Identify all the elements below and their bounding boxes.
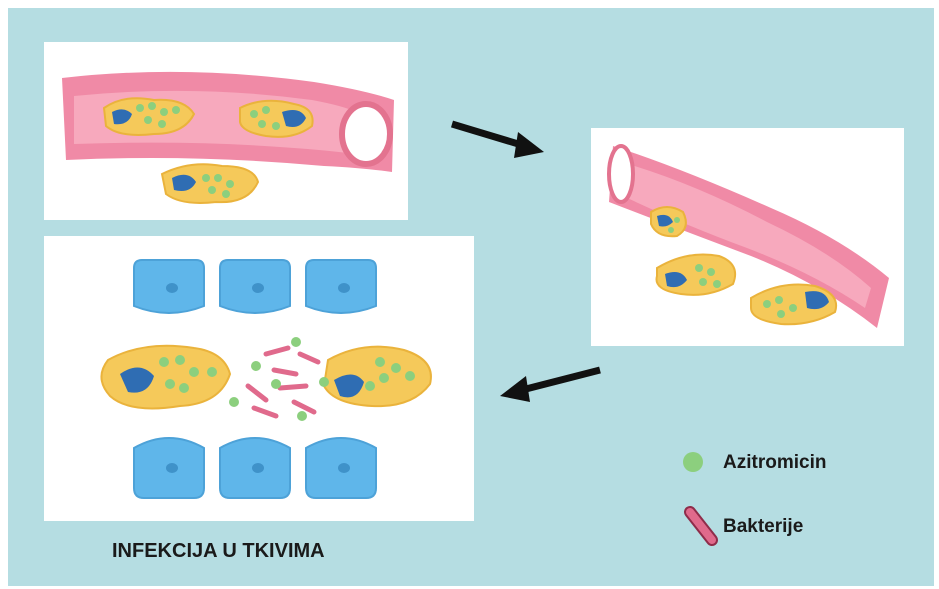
bakterije-legend-icon	[690, 512, 712, 540]
tissue-caption: INFEKCIJA U TKIVIMA	[112, 540, 412, 563]
legend-label-bakterije: Bakterije	[723, 516, 803, 538]
azitromicin-legend-icon	[683, 452, 703, 472]
legend-label-azitromicin: Azitromicin	[723, 452, 826, 474]
